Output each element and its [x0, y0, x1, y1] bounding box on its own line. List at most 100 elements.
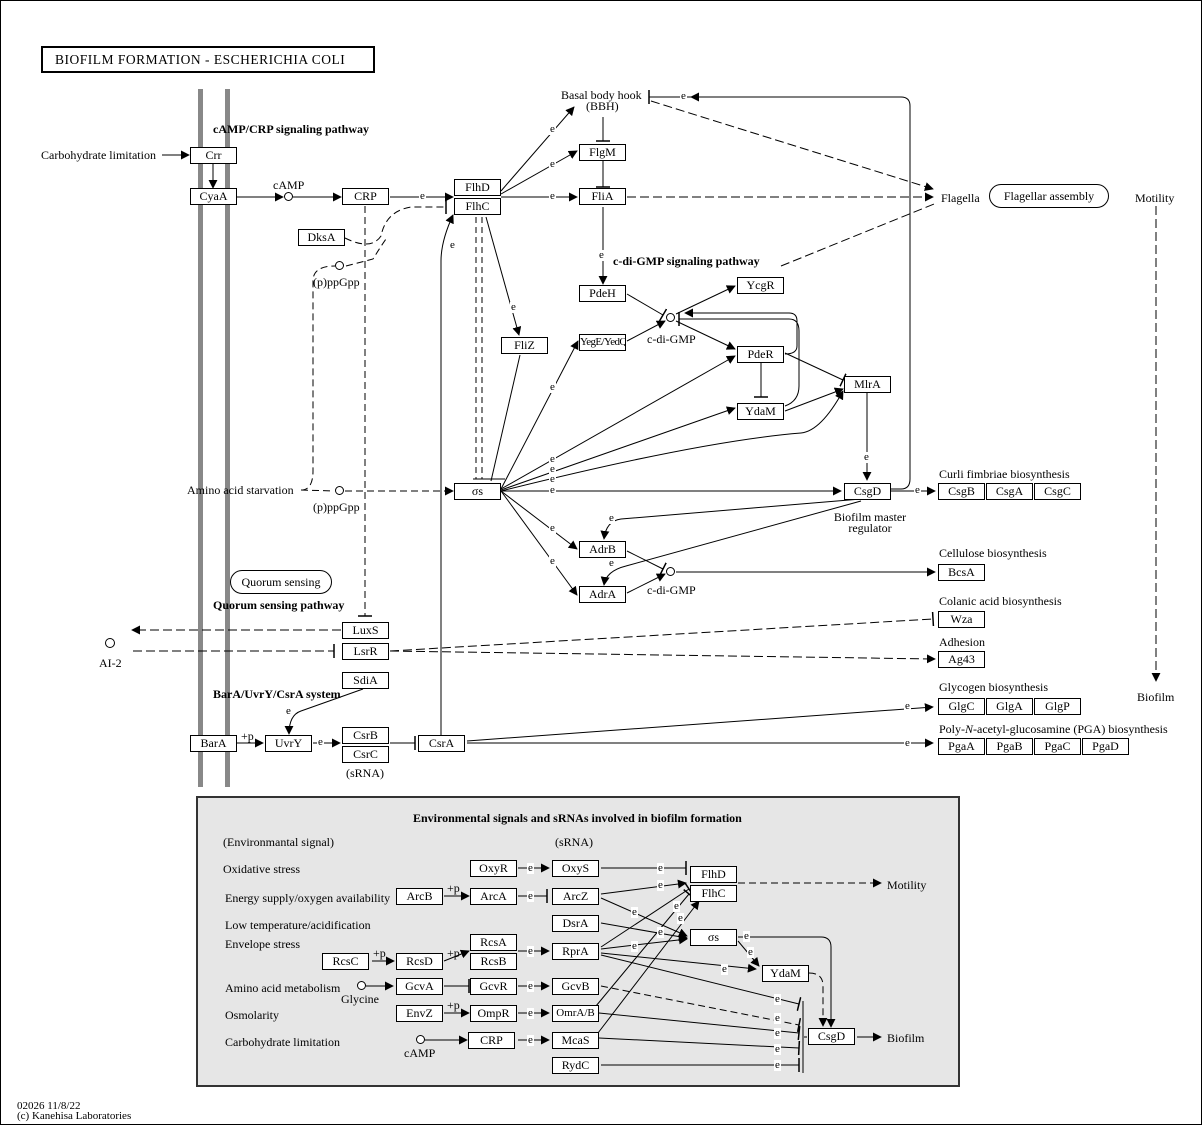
srna-rydc[interactable]: RydC: [552, 1057, 599, 1074]
gene-uvry[interactable]: UvrY: [265, 735, 312, 752]
compound-ppgpp[interactable]: [335, 261, 344, 270]
label-phospho: +p: [373, 946, 386, 960]
srna-mcas[interactable]: McaS: [552, 1032, 599, 1049]
expression-marker: e: [631, 940, 638, 952]
gene-pder[interactable]: PdeR: [737, 346, 784, 363]
label-regulator: regulator: [848, 521, 892, 535]
compound-camp[interactable]: [416, 1035, 425, 1044]
compound-camp[interactable]: [284, 192, 293, 201]
gene-csra[interactable]: CsrA: [418, 735, 465, 752]
gene-pgab[interactable]: PgaB: [986, 738, 1033, 755]
expression-marker: e: [631, 906, 638, 918]
gene-arca[interactable]: ArcA: [470, 888, 517, 905]
gene-dksa[interactable]: DksA: [298, 229, 345, 246]
gene-csgd[interactable]: CsgD: [808, 1028, 855, 1045]
gene-csga[interactable]: CsgA: [986, 483, 1033, 500]
expression-marker: e: [549, 555, 556, 567]
gene-rcsd[interactable]: RcsD: [396, 953, 443, 970]
expression-marker: e: [317, 736, 324, 748]
gene-oxyr[interactable]: OxyR: [470, 860, 517, 877]
map-link-flagellar-assembly[interactable]: Flagellar assembly: [989, 184, 1109, 208]
gene-envz[interactable]: EnvZ: [396, 1005, 443, 1022]
gene-luxs[interactable]: LuxS: [342, 622, 389, 639]
gene-glga[interactable]: GlgA: [986, 698, 1033, 715]
gene-adrb[interactable]: AdrB: [579, 541, 626, 558]
gene-wza[interactable]: Wza: [938, 611, 985, 628]
gene-lsrr[interactable]: LsrR: [342, 643, 389, 660]
label-motility: Motility: [1135, 191, 1175, 205]
gene-glgc[interactable]: GlgC: [938, 698, 985, 715]
gene-fliz[interactable]: FliZ: [501, 337, 548, 354]
gene-ydam[interactable]: YdaM: [737, 403, 784, 420]
label-srna: (sRNA): [346, 766, 384, 780]
gene-csgd[interactable]: CsgD: [844, 483, 891, 500]
gene-crr[interactable]: Crr: [190, 147, 237, 164]
gene-ag43[interactable]: Ag43: [938, 651, 985, 668]
srna-gcvb[interactable]: GcvB: [552, 978, 599, 995]
gene-crp[interactable]: CRP: [342, 188, 389, 205]
expression-marker: e: [549, 473, 556, 485]
compound-ppgpp[interactable]: [335, 486, 344, 495]
gene-crp[interactable]: CRP: [468, 1032, 515, 1049]
gene-csgc[interactable]: CsgC: [1034, 483, 1081, 500]
expression-marker: e: [527, 890, 534, 902]
gene-csgb[interactable]: CsgB: [938, 483, 985, 500]
gene-adra[interactable]: AdrA: [579, 586, 626, 603]
expression-marker: e: [677, 912, 684, 924]
srna-dsra[interactable]: DsrA: [552, 915, 599, 932]
gene-rcsa[interactable]: RcsA: [470, 934, 517, 951]
gene-flhd[interactable]: FlhD: [454, 179, 501, 196]
gene-gcvr[interactable]: GcvR: [470, 978, 517, 995]
gene-cyaa[interactable]: CyaA: [190, 188, 237, 205]
gene-arcb[interactable]: ArcB: [396, 888, 443, 905]
panel-heading: Environmental signals and sRNAs involved…: [413, 811, 742, 825]
gene-flhd[interactable]: FlhD: [690, 866, 737, 883]
expression-marker: e: [549, 158, 556, 170]
gene-flhc[interactable]: FlhC: [454, 198, 501, 215]
srna-omrab[interactable]: OmrA/B: [552, 1005, 599, 1022]
expression-marker: e: [449, 239, 456, 251]
panel-env-header: (Environmantal signal): [223, 835, 334, 849]
gene-csrb[interactable]: CsrB: [342, 727, 389, 744]
expression-marker: e: [549, 463, 556, 475]
label-flagella: Flagella: [941, 191, 980, 205]
compound-ai2[interactable]: [105, 638, 115, 648]
gene-sigma-s[interactable]: σs: [690, 929, 737, 946]
gene-pgad[interactable]: PgaD: [1082, 738, 1129, 755]
gene-sdia[interactable]: SdiA: [342, 672, 389, 689]
gene-ycgr[interactable]: YcgR: [737, 277, 784, 294]
gene-yege-yedq[interactable]: YegE/YedQ: [579, 334, 626, 351]
map-link-quorum-sensing[interactable]: Quorum sensing: [230, 570, 332, 594]
srna-rpra[interactable]: RprA: [552, 943, 599, 960]
expression-marker: e: [527, 1007, 534, 1019]
compound-glycine[interactable]: [357, 981, 366, 990]
gene-rcsc[interactable]: RcsC: [322, 953, 369, 970]
label-cdigmp: c-di-GMP: [647, 332, 696, 346]
heading-cdigmp: c-di-GMP signaling pathway: [613, 254, 760, 268]
gene-ydam[interactable]: YdaM: [762, 965, 809, 982]
gene-flhc[interactable]: FlhC: [690, 885, 737, 902]
gene-gcva[interactable]: GcvA: [396, 978, 443, 995]
gene-ompr[interactable]: OmpR: [470, 1005, 517, 1022]
gene-sigma-s[interactable]: σs: [454, 483, 501, 500]
gene-bcsa[interactable]: BcsA: [938, 564, 985, 581]
expression-marker: e: [527, 945, 534, 957]
gene-pgac[interactable]: PgaC: [1034, 738, 1081, 755]
compound-cdigmp[interactable]: [666, 313, 675, 322]
compound-cdigmp[interactable]: [666, 567, 675, 576]
label-phospho: +p: [447, 946, 460, 960]
gene-glgp[interactable]: GlgP: [1034, 698, 1081, 715]
gene-csrc[interactable]: CsrC: [342, 746, 389, 763]
gene-flia[interactable]: FliA: [579, 188, 626, 205]
gene-bara[interactable]: BarA: [190, 735, 237, 752]
gene-mlra[interactable]: MlrA: [844, 376, 891, 393]
srna-arcz[interactable]: ArcZ: [552, 888, 599, 905]
gene-flgm[interactable]: FlgM: [579, 144, 626, 161]
gene-pgaa[interactable]: PgaA: [938, 738, 985, 755]
membrane-line-inner: [225, 89, 230, 787]
gene-rcsb[interactable]: RcsB: [470, 953, 517, 970]
srna-oxys[interactable]: OxyS: [552, 860, 599, 877]
gene-pdeh[interactable]: PdeH: [579, 285, 626, 302]
label-glycogen: Glycogen biosynthesis: [939, 680, 1048, 694]
expression-marker: e: [774, 1027, 781, 1039]
